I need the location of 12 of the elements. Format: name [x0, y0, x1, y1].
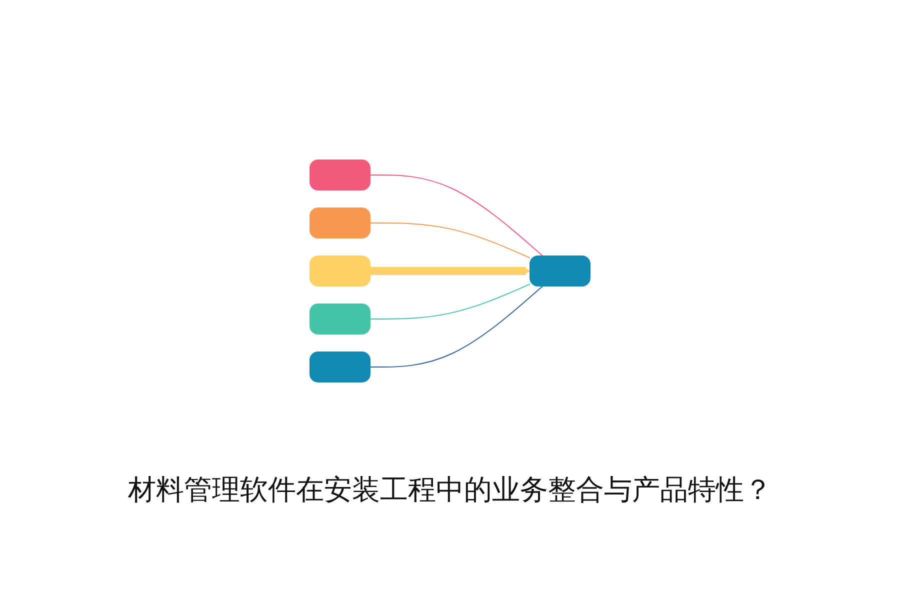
connector	[370, 286, 544, 368]
diagram-title: 材料管理软件在安装工程中的业务整合与产品特性？	[128, 472, 772, 508]
connector	[370, 284, 530, 320]
node-box	[310, 304, 370, 334]
node-box	[310, 256, 370, 286]
node-box	[530, 256, 590, 286]
node-box	[310, 352, 370, 382]
node-box	[310, 208, 370, 238]
arrow	[370, 266, 530, 276]
node-box	[310, 160, 370, 190]
connector	[370, 222, 530, 258]
connector	[370, 174, 544, 256]
